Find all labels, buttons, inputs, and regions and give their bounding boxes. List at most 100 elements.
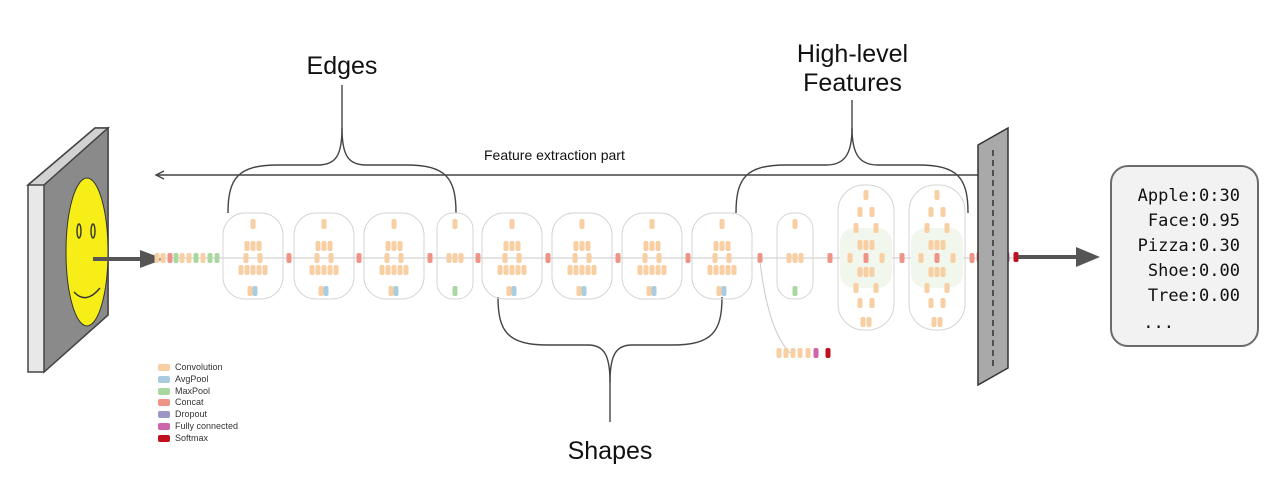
layer-block xyxy=(160,253,166,263)
layer-block xyxy=(937,317,943,327)
layer-block xyxy=(792,253,798,263)
legend-swatch xyxy=(158,434,170,442)
high-level-features-line-1: High-level xyxy=(796,40,909,68)
layer-block xyxy=(719,241,725,251)
layer-block xyxy=(173,253,179,263)
layer-block xyxy=(391,241,397,251)
inception-module xyxy=(363,212,425,300)
layer-block xyxy=(244,265,250,275)
layer-block xyxy=(950,253,956,263)
output-row: Apple:0:30 xyxy=(1112,186,1240,206)
layer-block xyxy=(250,241,256,251)
layer-block xyxy=(573,265,579,275)
layer-block xyxy=(873,283,879,293)
inception-module xyxy=(222,212,284,300)
layer-block xyxy=(719,265,725,275)
layer-block xyxy=(726,253,732,263)
layer-block xyxy=(713,265,719,275)
layer-block xyxy=(934,253,940,263)
layer-block xyxy=(506,286,512,296)
layer-block xyxy=(256,265,262,275)
layer-block xyxy=(863,240,869,250)
output-class: Apple xyxy=(1137,186,1189,206)
layer-block xyxy=(579,265,585,275)
layer-block xyxy=(391,219,397,229)
high-level-features-label: High-level Features xyxy=(770,40,935,98)
layer-block xyxy=(649,265,655,275)
feature-extraction-arrow xyxy=(154,170,992,180)
layer-block xyxy=(567,265,573,275)
legend-label: Concat xyxy=(175,397,204,408)
layer-block xyxy=(786,253,792,263)
layer-block xyxy=(798,253,804,263)
shapes-brace xyxy=(497,296,723,422)
output-score: 0.00 xyxy=(1199,286,1240,306)
layer-block xyxy=(179,253,185,263)
layer-block xyxy=(427,253,433,263)
network-graph xyxy=(154,184,1019,358)
output-score: 0.00 xyxy=(1199,261,1240,281)
layer-block xyxy=(825,348,831,358)
layer-block xyxy=(685,253,691,263)
output-row: Pizza:0.30 xyxy=(1112,236,1240,256)
layer-block xyxy=(214,253,220,263)
layer-block xyxy=(252,286,258,296)
input-image xyxy=(25,126,110,374)
layer-block xyxy=(379,265,385,275)
layer-block xyxy=(847,253,853,263)
layer-block xyxy=(200,253,206,263)
layer-block xyxy=(576,286,582,296)
layer-block xyxy=(827,253,833,263)
inception-module xyxy=(481,212,543,300)
layer-block xyxy=(193,253,199,263)
layer-block xyxy=(940,240,946,250)
layer-block xyxy=(928,240,934,250)
layer-block xyxy=(328,253,334,263)
layer-block xyxy=(776,348,782,358)
layer-block xyxy=(391,265,397,275)
layer-block xyxy=(934,267,940,277)
layer-block xyxy=(944,223,950,233)
layer-block xyxy=(934,190,940,200)
layer-block xyxy=(393,286,399,296)
output-separator: : xyxy=(1188,286,1200,306)
layer-block xyxy=(857,267,863,277)
layer-block xyxy=(385,265,391,275)
legend-swatch xyxy=(158,422,170,430)
layer-block xyxy=(315,241,321,251)
legend-label: Convolution xyxy=(175,362,223,372)
layer-block xyxy=(944,283,950,293)
layer-block xyxy=(615,253,621,263)
layer-block xyxy=(934,240,940,250)
layer-block xyxy=(661,265,667,275)
layer-block xyxy=(863,190,869,200)
layer-block xyxy=(783,348,789,358)
layer-block xyxy=(649,219,655,229)
layer-block xyxy=(250,265,256,275)
layer-block xyxy=(928,267,934,277)
layer-block xyxy=(521,265,527,275)
legend-label: AvgPool xyxy=(175,373,209,384)
layer-block xyxy=(446,253,452,263)
layer-block xyxy=(384,253,390,263)
layer-block xyxy=(757,253,763,263)
output-more: ... xyxy=(1143,313,1174,333)
layer-block xyxy=(327,241,333,251)
layer-block xyxy=(323,286,329,296)
layer-block xyxy=(857,298,863,308)
output-separator: : xyxy=(1188,211,1200,231)
layer-block xyxy=(853,223,859,233)
layer-block xyxy=(327,265,333,275)
edges-label: Edges xyxy=(306,52,378,80)
legend-swatch xyxy=(158,364,170,371)
layer-block xyxy=(403,265,409,275)
layer-block xyxy=(712,253,718,263)
layer-block xyxy=(792,219,798,229)
layer-block xyxy=(250,219,256,229)
layer-block xyxy=(869,207,875,217)
layer-block xyxy=(651,286,657,296)
layer-block xyxy=(315,265,321,275)
layer-block xyxy=(591,265,597,275)
layer-block xyxy=(649,241,655,251)
legend-swatch xyxy=(158,387,170,395)
